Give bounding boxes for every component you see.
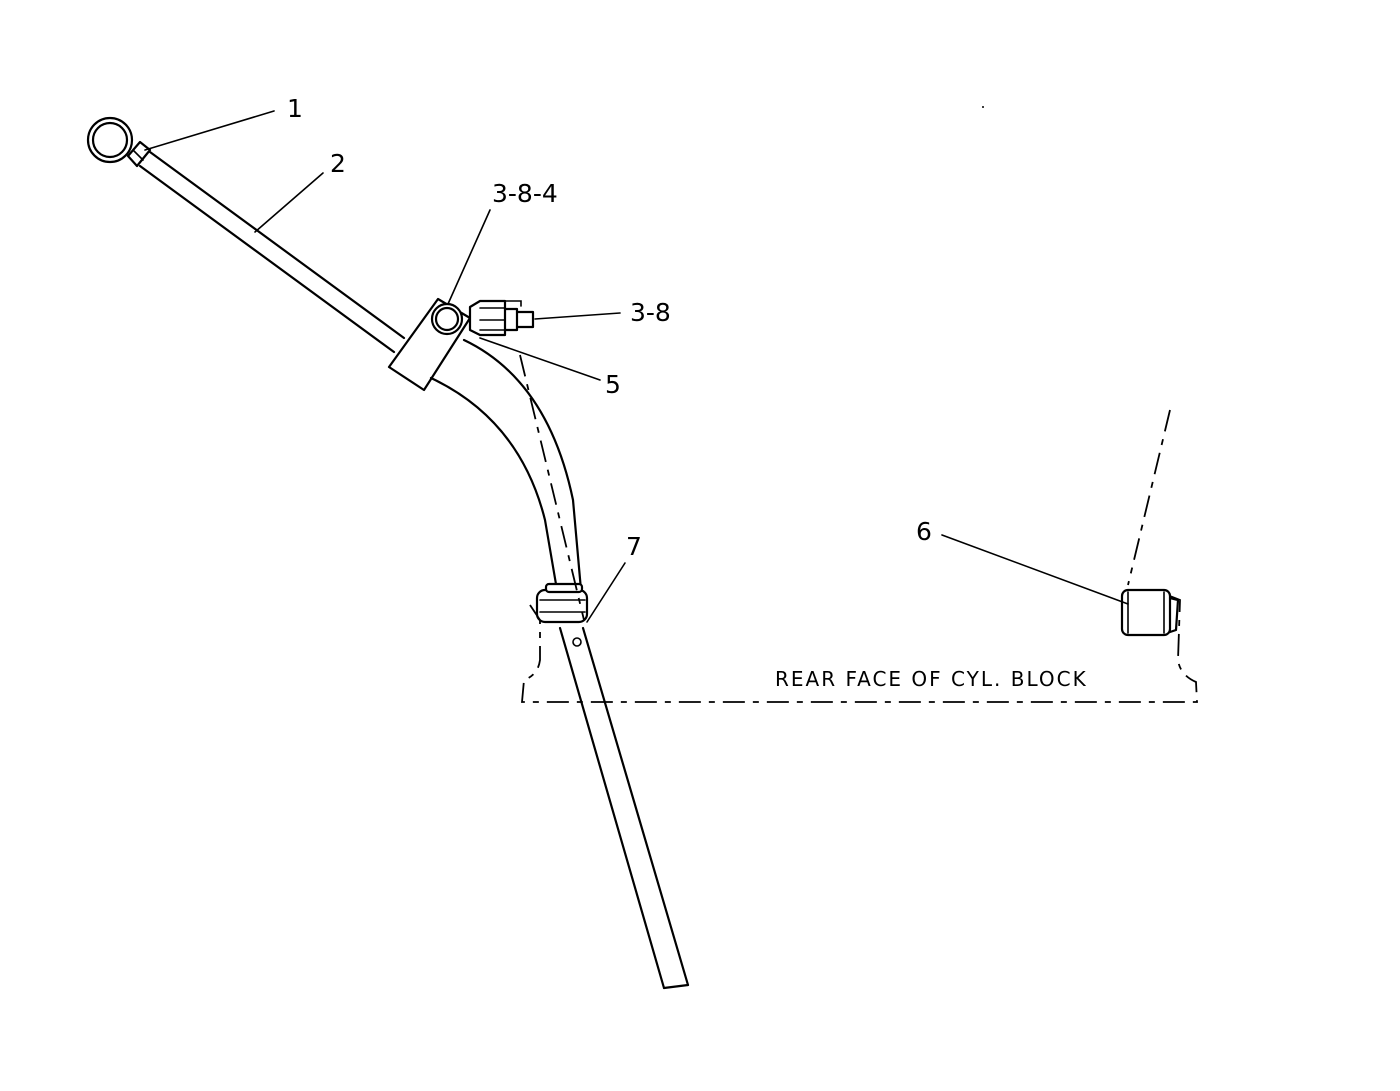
rear-face-note: REAR FACE OF CYL. BLOCK (775, 667, 1088, 691)
leader-lines (144, 110, 1129, 623)
clamp-bolt (468, 299, 535, 337)
callout-6: 6 (916, 517, 932, 546)
tube-seal (535, 582, 589, 624)
callout-3-8-4: 3-8-4 (492, 179, 558, 208)
center-lines (519, 354, 1171, 621)
plug (1120, 588, 1180, 637)
tube-clamp (387, 297, 472, 392)
callout-2: 2 (330, 149, 346, 178)
stray-dot (982, 106, 984, 108)
dipstick-handle (86, 116, 152, 168)
callout-3-8: 3-8 (630, 298, 671, 327)
dipstick-tube-upper (138, 150, 406, 354)
dipstick-tube-lower (429, 338, 690, 990)
callout-5: 5 (605, 370, 621, 399)
callout-1: 1 (287, 94, 303, 123)
callout-7: 7 (626, 532, 642, 561)
cylinder-block-outline (521, 595, 1198, 703)
